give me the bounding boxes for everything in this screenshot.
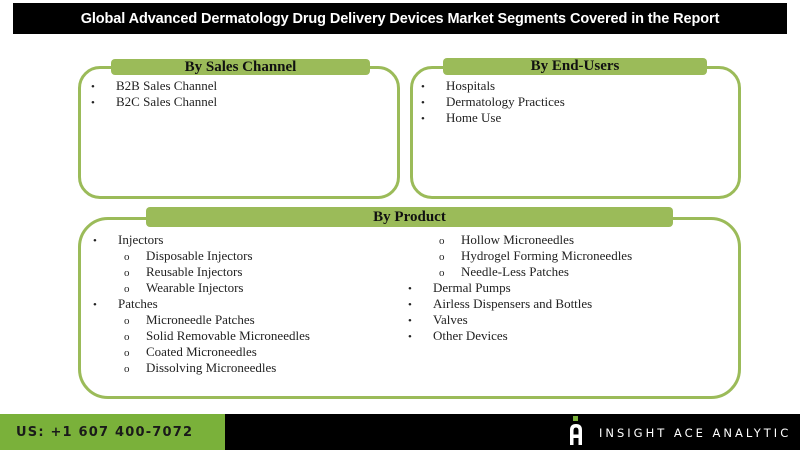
sub-bullet-icon: o [439, 251, 445, 263]
bullet-icon: • [421, 81, 425, 93]
footer-bar [225, 414, 800, 450]
sub-bullet-icon: o [439, 267, 445, 279]
sub-bullet-icon: o [124, 267, 130, 279]
list-item: •Home Use [421, 110, 502, 125]
sales-channel-list: •B2B Sales Channel •B2C Sales Channel [91, 78, 217, 110]
sub-bullet-icon: o [124, 251, 130, 263]
list-item: •Other Devices [408, 328, 508, 343]
brand-name: INSIGHT ACE ANALYTIC [599, 426, 792, 440]
product-header: By Product [146, 207, 673, 227]
bullet-icon: • [408, 299, 412, 311]
bullet-icon: • [421, 113, 425, 125]
bullet-icon: • [408, 331, 412, 343]
product-box [78, 217, 741, 399]
sub-bullet-icon: o [124, 283, 130, 295]
list-item: •Airless Dispensers and Bottles [408, 296, 593, 311]
phone-number: US: +1 607 400-7072 [0, 414, 225, 450]
list-item: •B2B Sales Channel [91, 78, 218, 93]
list-item: •Injectors [93, 232, 164, 247]
bullet-icon: • [93, 235, 97, 247]
sales-channel-header: By Sales Channel [111, 59, 370, 75]
end-users-list: •Hospitals •Dermatology Practices •Home … [421, 78, 565, 126]
bullet-icon: • [93, 299, 97, 311]
list-item: •Hospitals [421, 78, 496, 93]
list-item: •Patches [93, 296, 158, 311]
sub-bullet-icon: o [124, 347, 130, 359]
bullet-icon: • [408, 283, 412, 295]
bullet-icon: • [91, 97, 95, 109]
list-item: •Dermatology Practices [421, 94, 565, 109]
bullet-icon: • [91, 81, 95, 93]
list-item: •Dermal Pumps [408, 280, 511, 295]
list-item: •Valves [408, 312, 468, 327]
bullet-icon: • [408, 315, 412, 327]
sub-bullet-icon: o [439, 235, 445, 247]
end-users-box [410, 66, 741, 199]
sub-bullet-icon: o [124, 363, 130, 375]
list-item: •B2C Sales Channel [91, 94, 218, 109]
sub-bullet-icon: o [124, 331, 130, 343]
page-title: Global Advanced Dermatology Drug Deliver… [13, 3, 787, 34]
sub-bullet-icon: o [124, 315, 130, 327]
insight-ace-logo-icon [570, 416, 582, 445]
bullet-icon: • [421, 97, 425, 109]
end-users-header: By End-Users [443, 58, 707, 75]
